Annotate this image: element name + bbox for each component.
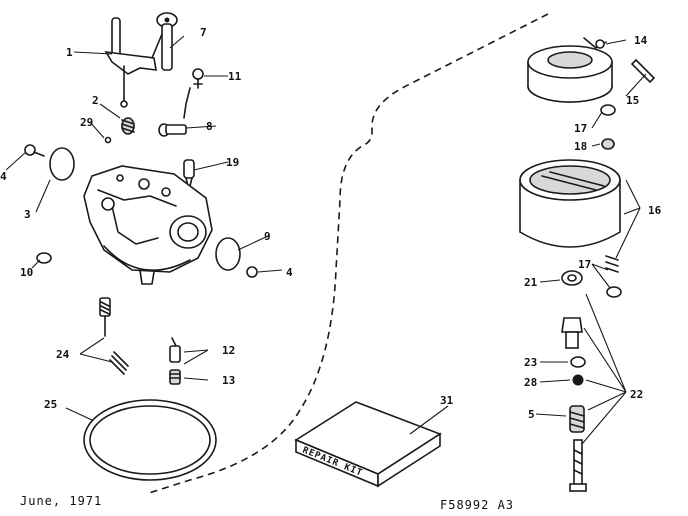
washer-21	[561, 270, 583, 286]
carburetor-body	[83, 165, 213, 285]
callout-18: 18	[574, 140, 587, 153]
callout-29: 29	[80, 116, 93, 129]
callout-17-top: 17	[574, 122, 587, 135]
throttle-plate-3	[49, 147, 75, 181]
callout-12: 12	[222, 344, 235, 357]
callout-15: 15	[626, 94, 639, 107]
spring-16	[605, 255, 619, 273]
spring-5	[569, 405, 585, 433]
spring-13	[169, 369, 181, 385]
bowl-screw-22	[569, 439, 587, 492]
callout-14: 14	[634, 34, 648, 47]
callout-31: 31	[440, 394, 454, 407]
callout-10: 10	[20, 266, 33, 279]
screw-8	[158, 123, 187, 137]
callout-16: 16	[648, 204, 662, 217]
callout-5: 5	[528, 408, 535, 421]
callout-11: 11	[228, 70, 242, 83]
callout-23: 23	[524, 356, 537, 369]
callout-4-right: 4	[286, 266, 293, 279]
needle-valve-24	[99, 297, 129, 375]
screw-4-right	[246, 266, 258, 278]
callout-25: 25	[44, 398, 57, 411]
callout-28: 28	[524, 376, 537, 389]
ring-28	[572, 374, 584, 386]
figure-number: F58992 A3	[440, 498, 515, 512]
gasket-18	[601, 138, 615, 150]
callout-24: 24	[56, 348, 70, 361]
callout-22: 22	[630, 388, 643, 401]
repair-kit-31: REPAIR KIT	[294, 401, 442, 488]
idle-valve-19	[183, 159, 195, 191]
choke-shaft-7	[151, 12, 178, 71]
float-pin-15	[630, 58, 656, 84]
callout-13: 13	[222, 374, 235, 387]
spring-2	[121, 117, 135, 135]
callout-4-left: 4	[0, 170, 7, 183]
washer-23	[570, 356, 586, 368]
callout-17-bottom: 17	[578, 258, 591, 271]
ball-29	[104, 136, 112, 144]
callout-21: 21	[524, 276, 538, 289]
bowl-gasket-25	[83, 399, 217, 481]
bowl-nut-22	[561, 317, 583, 349]
choke-link-wire	[183, 87, 191, 119]
callout-19: 19	[226, 156, 239, 169]
leader-lines	[5, 35, 647, 445]
throttle-shaft-1	[104, 17, 157, 108]
plug-10	[36, 252, 52, 264]
callout-8: 8	[206, 120, 213, 133]
float-14	[527, 37, 613, 103]
callout-7: 7	[200, 26, 207, 39]
callout-9: 9	[264, 230, 271, 243]
screw-4-left	[24, 144, 45, 157]
washer-17-bottom	[606, 286, 622, 298]
callout-3: 3	[24, 208, 31, 221]
callout-2: 2	[92, 94, 99, 107]
screw-11	[192, 68, 204, 89]
mixture-screw-12	[169, 337, 181, 363]
float-bowl-16	[519, 159, 621, 248]
date-caption: June, 1971	[20, 494, 103, 508]
washer-17-top	[600, 104, 616, 116]
callout-1: 1	[66, 46, 73, 59]
choke-plate-9	[215, 237, 241, 271]
